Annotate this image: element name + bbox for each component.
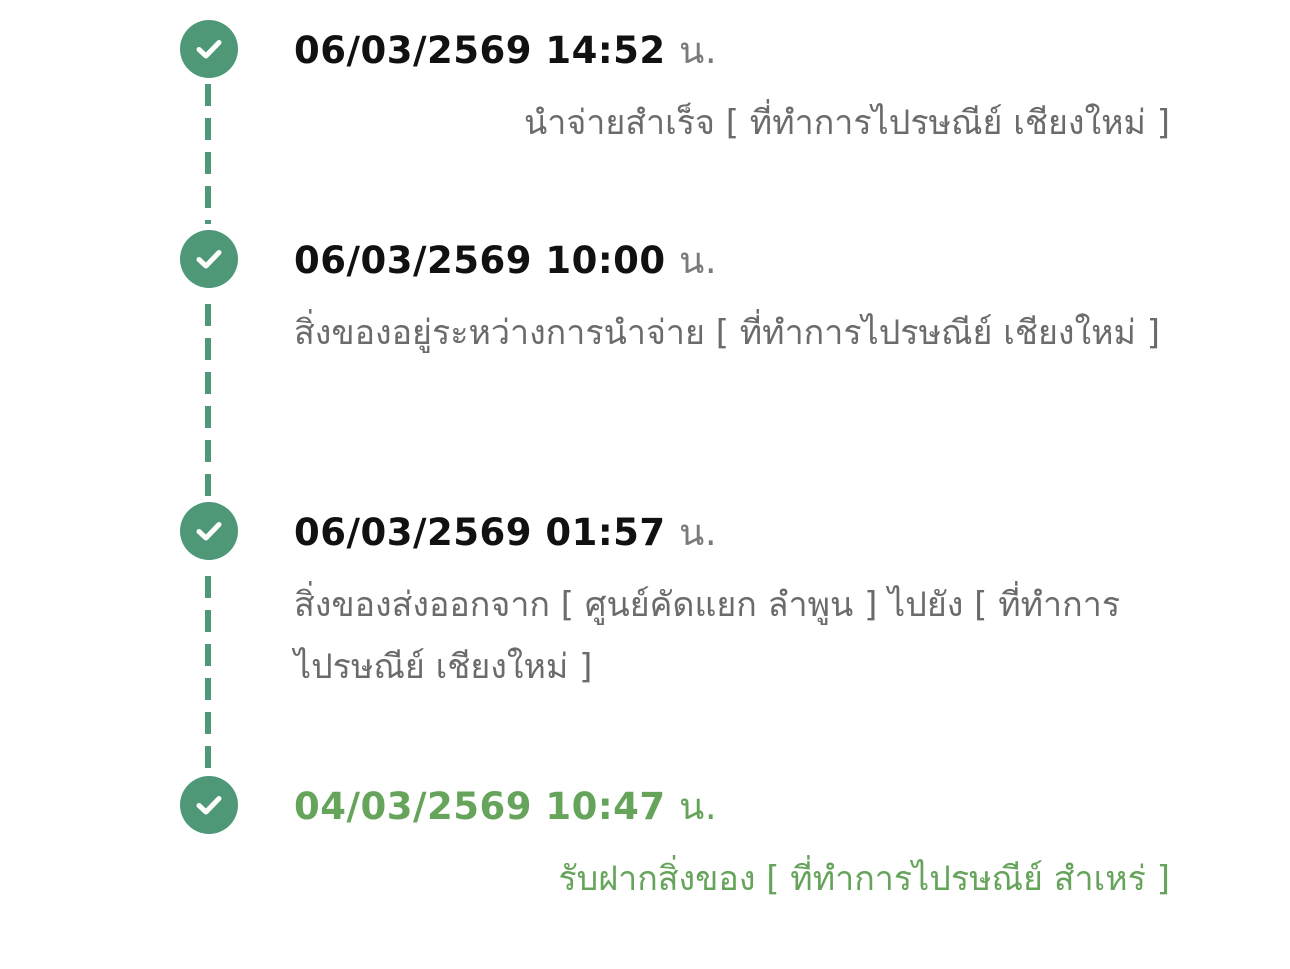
timeline-connector [205, 304, 211, 496]
timeline-connector [205, 576, 211, 768]
event-description: นำจ่ายสำเร็จ [ ที่ทำการไปรษณีย์ เชียงใหม… [524, 103, 1170, 143]
event-datetime: 06/03/2569 10:00 น. [294, 240, 1170, 282]
event-description: สิ่งของอยู่ระหว่างการนำจ่าย [ ที่ทำการไป… [294, 313, 1160, 353]
timeline-event: 04/03/2569 10:47 น. รับฝากสิ่งของ [ ที่ท… [294, 786, 1170, 910]
event-date: 04/03/2569 10:47 [294, 785, 666, 828]
check-circle-icon [180, 20, 238, 78]
event-description: สิ่งของส่งออกจาก [ ศูนย์คัดแยก ลำพูน ] ไ… [294, 585, 1121, 687]
event-datetime: 06/03/2569 01:57 น. [294, 512, 1170, 554]
event-datetime: 04/03/2569 10:47 น. [294, 786, 1170, 828]
timeline-event: 06/03/2569 01:57 น. สิ่งของส่งออกจาก [ ศ… [294, 512, 1170, 698]
event-description: รับฝากสิ่งของ [ ที่ทำการไปรษณีย์ สำเหร่ … [558, 859, 1170, 899]
event-time-unit: น. [679, 785, 718, 828]
event-time-unit: น. [679, 29, 718, 72]
event-date: 06/03/2569 01:57 [294, 511, 666, 554]
event-time-unit: น. [679, 239, 718, 282]
timeline-event: 06/03/2569 10:00 น. สิ่งของอยู่ระหว่างกา… [294, 240, 1170, 364]
event-date: 06/03/2569 14:52 [294, 29, 666, 72]
check-circle-icon [180, 776, 238, 834]
event-datetime: 06/03/2569 14:52 น. [294, 30, 1170, 72]
check-circle-icon [180, 230, 238, 288]
timeline-event: 06/03/2569 14:52 น. นำจ่ายสำเร็จ [ ที่ทำ… [294, 30, 1170, 154]
event-time-unit: น. [679, 511, 718, 554]
check-circle-icon [180, 502, 238, 560]
event-date: 06/03/2569 10:00 [294, 239, 666, 282]
timeline-connector [205, 84, 211, 224]
